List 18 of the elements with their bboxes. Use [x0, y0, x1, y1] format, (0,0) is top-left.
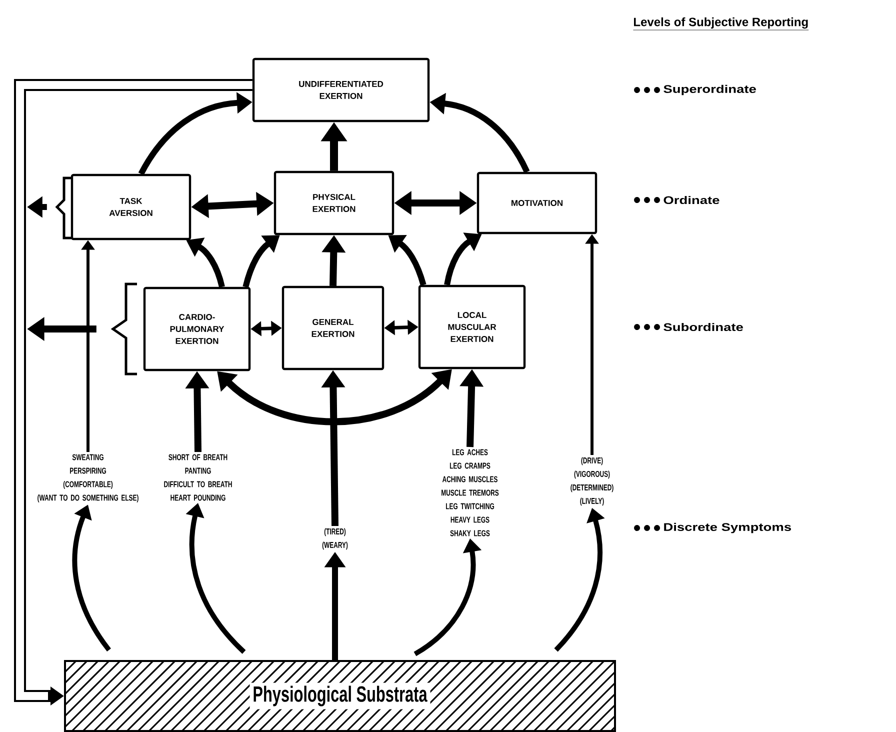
category-box: GENERAL EXERTION — [282, 286, 384, 370]
category-box: TASK AVERSION — [70, 174, 192, 240]
category-box: MOTIVATION — [476, 172, 598, 234]
symptom-list: (DRIVE) (VIGOROUS) (DETERMINED) (LIVELY) — [570, 457, 614, 506]
category-box: CARDIO-PULMONARY EXERTION — [143, 286, 251, 372]
category-box: LOCAL MUSCULAR EXERTION — [418, 284, 526, 370]
level-label: Ordinate — [664, 196, 720, 204]
level-label: Discrete Symptoms — [664, 522, 791, 534]
category-box: UNDIFFERENTIATED EXERTION — [252, 58, 430, 122]
symptom-list: SHORT OF BREATH PANTING DIFFICULT TO BREATH HEART POUNDING — [164, 454, 232, 501]
level-label: Superordinate — [664, 84, 756, 96]
symptom-list: LEG ACHES LEG CRAMPS ACHING MUSCLES MUSCLE TREMORS LEG TWITCHING HEAVY LEGS SHAKY LEGS — [442, 449, 499, 536]
symptom-list: (TIRED) (WEARY) — [322, 528, 348, 550]
hatched-bar: Physiological Substrata — [64, 660, 616, 732]
level-label: Subordinate — [664, 322, 743, 332]
heading: Levels of Subjective Reporting — [633, 17, 809, 30]
symptom-list: SWEATING PERSPIRING (COMFORTABLE) (WANT TO DO SOMETHING ELSE) — [38, 454, 138, 502]
category-box: PHYSICAL EXERTION — [274, 170, 394, 236]
